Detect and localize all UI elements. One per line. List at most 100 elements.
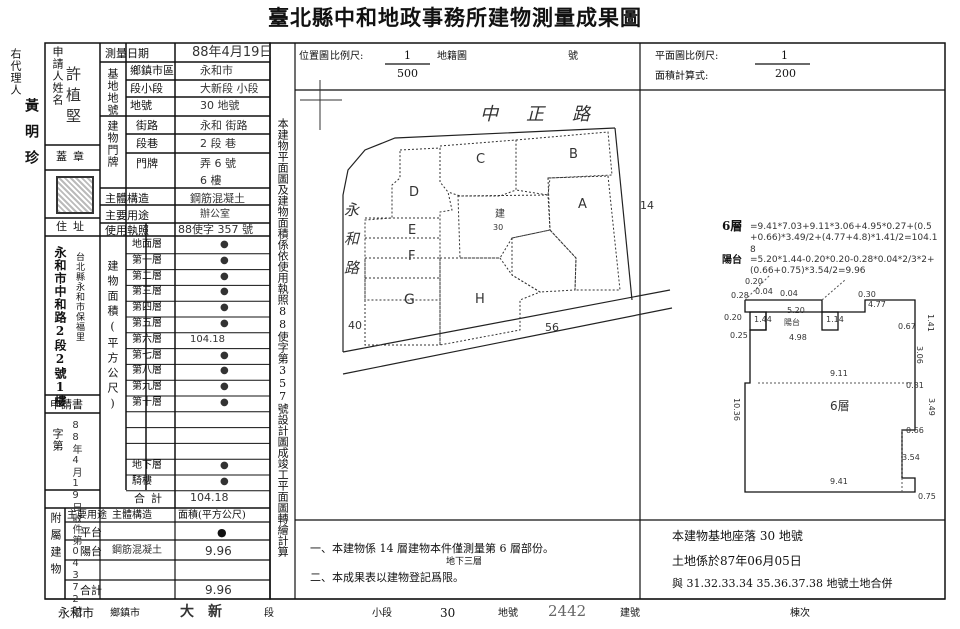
- floor-name: 地下層: [132, 460, 162, 472]
- floor-area: ●: [220, 318, 229, 329]
- survey-date-value: 88年4月19日: [192, 45, 273, 60]
- scale-den: 500: [397, 67, 418, 80]
- plan-basis-note: 本建物平面圖及建物面積係依使用執照88使字第357號設計圖成竣工平面圖轉繪計算: [276, 118, 290, 557]
- attached-header-use: 主要用途: [67, 510, 107, 521]
- attached-header-struct: 主體構造: [112, 510, 152, 521]
- base-row-value: 30 地號: [200, 99, 240, 112]
- cadastral-label: 地籍圖: [437, 51, 467, 62]
- floor-name: 第五層: [132, 318, 162, 329]
- plan-dimension: 10.36: [732, 398, 741, 421]
- plan-dimension: 0.28: [731, 291, 749, 300]
- plan-dimension: 0.81: [906, 381, 924, 390]
- road-label: 中正路: [480, 104, 618, 125]
- total-label: 合計: [134, 492, 168, 505]
- floor-area: ●: [220, 365, 229, 377]
- unit-g: G: [404, 292, 415, 308]
- area-label: 建物面積(平方公尺): [106, 260, 119, 414]
- seal-stamp: [56, 176, 94, 214]
- plan-dimension: 0.04: [755, 287, 773, 296]
- note-1-sub: 地下三層: [446, 557, 483, 567]
- unit-h: H: [475, 292, 485, 307]
- plan-dimension: 1.41: [926, 314, 935, 332]
- floor-name: 地面層: [132, 239, 162, 250]
- floor-area: ●: [220, 460, 229, 472]
- note-1: 一、本建物係 14 層建物本件僅測量第 6 層部份。: [310, 542, 554, 555]
- structure-label: 主體構造: [105, 192, 149, 205]
- road2-label: 永和路: [342, 202, 360, 289]
- footer-subsection-label: 小段: [372, 608, 392, 619]
- plan-dimension: 0.25: [730, 331, 748, 340]
- attached-total-value: 9.96: [205, 583, 232, 597]
- floor-name: 第七層: [132, 349, 162, 361]
- apply-label: 申請書: [50, 398, 83, 411]
- base-label: 基地地號: [106, 68, 119, 116]
- plan-dimension: 1.14: [826, 315, 844, 324]
- door-row-label: 門牌: [136, 157, 158, 170]
- total-value: 104.18: [190, 491, 229, 504]
- address-label: 住址: [56, 220, 90, 233]
- unit-d: D: [409, 185, 420, 200]
- address-value: 永和市中和路2段2號1樓: [53, 246, 67, 408]
- apply-doc-label: 字第: [51, 428, 64, 452]
- lot-num-40: 40: [348, 319, 362, 332]
- plan-dimension: 1.44: [754, 315, 772, 324]
- plan-dimension: 0.66: [906, 426, 924, 435]
- unit-b: B: [569, 147, 578, 162]
- unit-a: A: [578, 197, 587, 212]
- attached-row-1-area: ●: [217, 526, 227, 539]
- attached-row-1-use: 平台: [80, 526, 102, 539]
- right-note-3: 與 31.32.33.34 35.36.37.38 地號土地合併: [672, 577, 893, 590]
- floor-name: 騎樓: [132, 476, 152, 487]
- footer-section: 大新: [180, 604, 236, 620]
- plan-scale-label: 平面圖比例尺:: [655, 51, 719, 62]
- door-row-value: 6 樓: [200, 174, 222, 187]
- footer-lot: 30: [440, 606, 456, 620]
- address-note: 台北縣永和市保福里: [74, 252, 84, 342]
- plan-dimension: 0.20: [745, 277, 763, 286]
- plan-dimension: 4.77: [868, 300, 886, 309]
- floor-name: 第九層: [132, 381, 162, 393]
- floor-area: ●: [220, 349, 229, 361]
- page-title: 臺北縣中和地政事務所建物測量成果圖: [268, 5, 642, 30]
- door-row-label: 街路: [136, 119, 158, 132]
- floor-area: ●: [220, 476, 229, 487]
- survey-date-label: 測量日期: [105, 47, 149, 60]
- footer-city-label: 鄉鎮市: [110, 608, 140, 619]
- footer-bldg-no: 2442: [548, 602, 587, 620]
- floor-area: 104.18: [190, 333, 225, 345]
- number-label: 號: [568, 51, 578, 62]
- plan-dimension: 6層: [830, 399, 850, 413]
- floor-name: 第十層: [132, 397, 162, 408]
- footer-section-label: 段: [264, 608, 274, 619]
- calc-balcony-label: 陽台: [722, 255, 742, 266]
- floor-area: ●: [220, 254, 229, 266]
- unit-f: F: [408, 249, 416, 264]
- floor-name: 第八層: [132, 365, 162, 377]
- applicant-name: 許植堅: [64, 66, 82, 129]
- agent-label: 右代理人: [9, 48, 22, 96]
- plan-scale-den: 200: [775, 67, 796, 80]
- base-row-value: 永和市: [200, 64, 233, 77]
- floor-name: 第一層: [132, 254, 162, 266]
- plan-dimension: 陽台: [784, 318, 800, 327]
- door-row-label: 段巷: [136, 137, 158, 150]
- area-calc-label: 面積計算式:: [655, 71, 709, 82]
- footer-lot-label: 地號: [498, 608, 518, 619]
- floor-name: 第三層: [132, 286, 162, 298]
- unit-e: E: [408, 223, 417, 238]
- attached-row-2-area: 9.96: [205, 544, 232, 558]
- lot-num-56: 56: [545, 321, 559, 334]
- plan-dimension: 9.11: [830, 369, 848, 378]
- calc-balcony-formula: =5.20*1.44-0.20*0.20-0.28*0.04*2/3*2+(0.…: [750, 255, 935, 277]
- use-value: 辦公室: [200, 209, 230, 220]
- base-row-value: 大新段 小段: [200, 82, 259, 95]
- plan-dimension: 0.04: [780, 289, 798, 298]
- calc-floor-formula: =9.41*7.03+9.11*3.06+4.95*0.27+(0.5+0.66…: [750, 222, 938, 255]
- footer-bldg-label: 建號: [620, 608, 640, 619]
- plan-dimension: 9.41: [830, 477, 848, 486]
- plan-dimension: 0.20: [724, 313, 742, 322]
- footer-page-label: 棟次: [790, 608, 810, 619]
- plan-dimension: 4.98: [789, 333, 807, 342]
- floor-name: 第二層: [132, 270, 162, 282]
- calc-floor-label: 6層: [722, 219, 743, 233]
